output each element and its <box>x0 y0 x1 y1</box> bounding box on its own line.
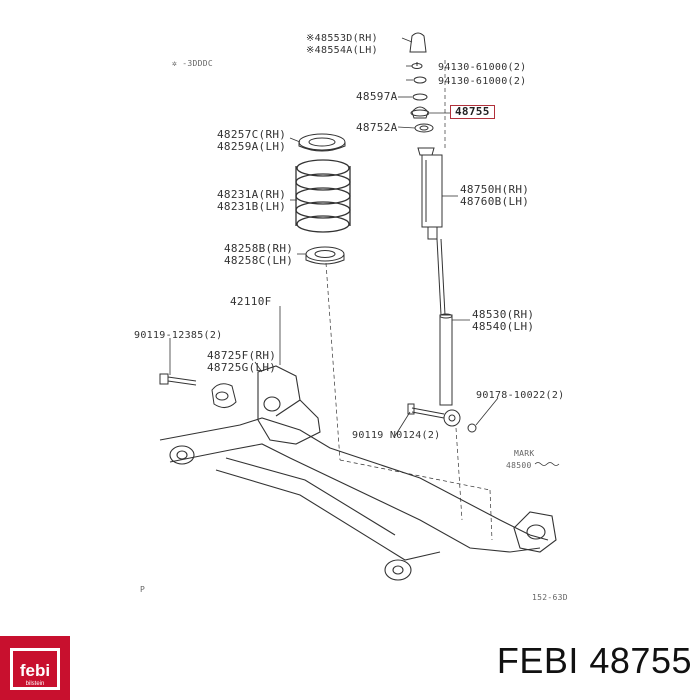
bump-stopper <box>409 32 427 53</box>
label-48257c: 48257C(RH) <box>217 128 287 141</box>
nut-upper <box>411 62 423 69</box>
shock-nut <box>467 423 477 433</box>
label-94130-b: 94130-61000(2) <box>438 76 527 87</box>
label-48597a: 48597A <box>356 90 398 103</box>
leader-lines <box>169 37 499 437</box>
mark-symbol <box>534 462 560 466</box>
febi-logo-icon: febi bilstein <box>0 636 70 700</box>
cushion <box>414 123 434 133</box>
label-152-63d: 152-63D <box>532 593 568 602</box>
washer <box>412 93 428 101</box>
label-48553d: ※48553D(RH) <box>306 33 378 44</box>
arm-bolt <box>159 373 197 386</box>
upper-spring-insulator <box>298 133 346 152</box>
nut-lower <box>413 76 427 84</box>
shock-support <box>410 106 430 119</box>
brand-sub: bilstein <box>26 681 45 687</box>
coil-spring <box>295 159 351 233</box>
label-90119-n0124: 90119 N0124(2) <box>352 430 441 441</box>
label-48258c: 48258C(LH) <box>224 254 294 267</box>
label-48500: 48500 <box>506 461 532 470</box>
label-48540: 48540(LH) <box>472 320 535 333</box>
suspension-exploded-diagram <box>159 32 560 581</box>
arm-bushing <box>211 383 237 408</box>
label-48760b: 48760B(LH) <box>460 195 530 208</box>
label-p: P <box>140 585 146 594</box>
label-3dddc: ✲ -3DDDC <box>172 59 213 68</box>
label-48554a: ※48554A(LH) <box>306 45 378 56</box>
label-48750h: 48750H(RH) <box>460 183 530 196</box>
label-94130-a: 94130-61000(2) <box>438 62 527 73</box>
label-48258b: 48258B(RH) <box>224 242 294 255</box>
shock-bolt <box>407 403 445 419</box>
label-48755-highlight: 48755 <box>450 105 495 119</box>
label-48725g: 48725G(LH) <box>207 361 277 374</box>
label-48530: 48530(RH) <box>472 308 535 321</box>
label-48231b: 48231B(LH) <box>217 200 287 213</box>
label-90119-12385: 90119-12385(2) <box>134 330 223 341</box>
label-48752a: 48752A <box>356 121 398 134</box>
label-48231a: 48231A(RH) <box>217 188 287 201</box>
lower-spring-insulator <box>305 246 345 265</box>
label-90178-10022: 90178-10022(2) <box>476 390 565 401</box>
product-caption: FEBI 48755 <box>496 640 692 681</box>
label-48725f: 48725F(RH) <box>207 349 277 362</box>
label-42110f: 42110F <box>230 295 272 308</box>
shock-absorber <box>417 147 461 427</box>
brand-name: febi <box>20 661 50 680</box>
label-mark: MARK <box>514 449 535 458</box>
rear-axle-beam <box>159 365 557 581</box>
guide-lines <box>325 60 493 541</box>
label-48259a: 48259A(LH) <box>217 140 287 153</box>
